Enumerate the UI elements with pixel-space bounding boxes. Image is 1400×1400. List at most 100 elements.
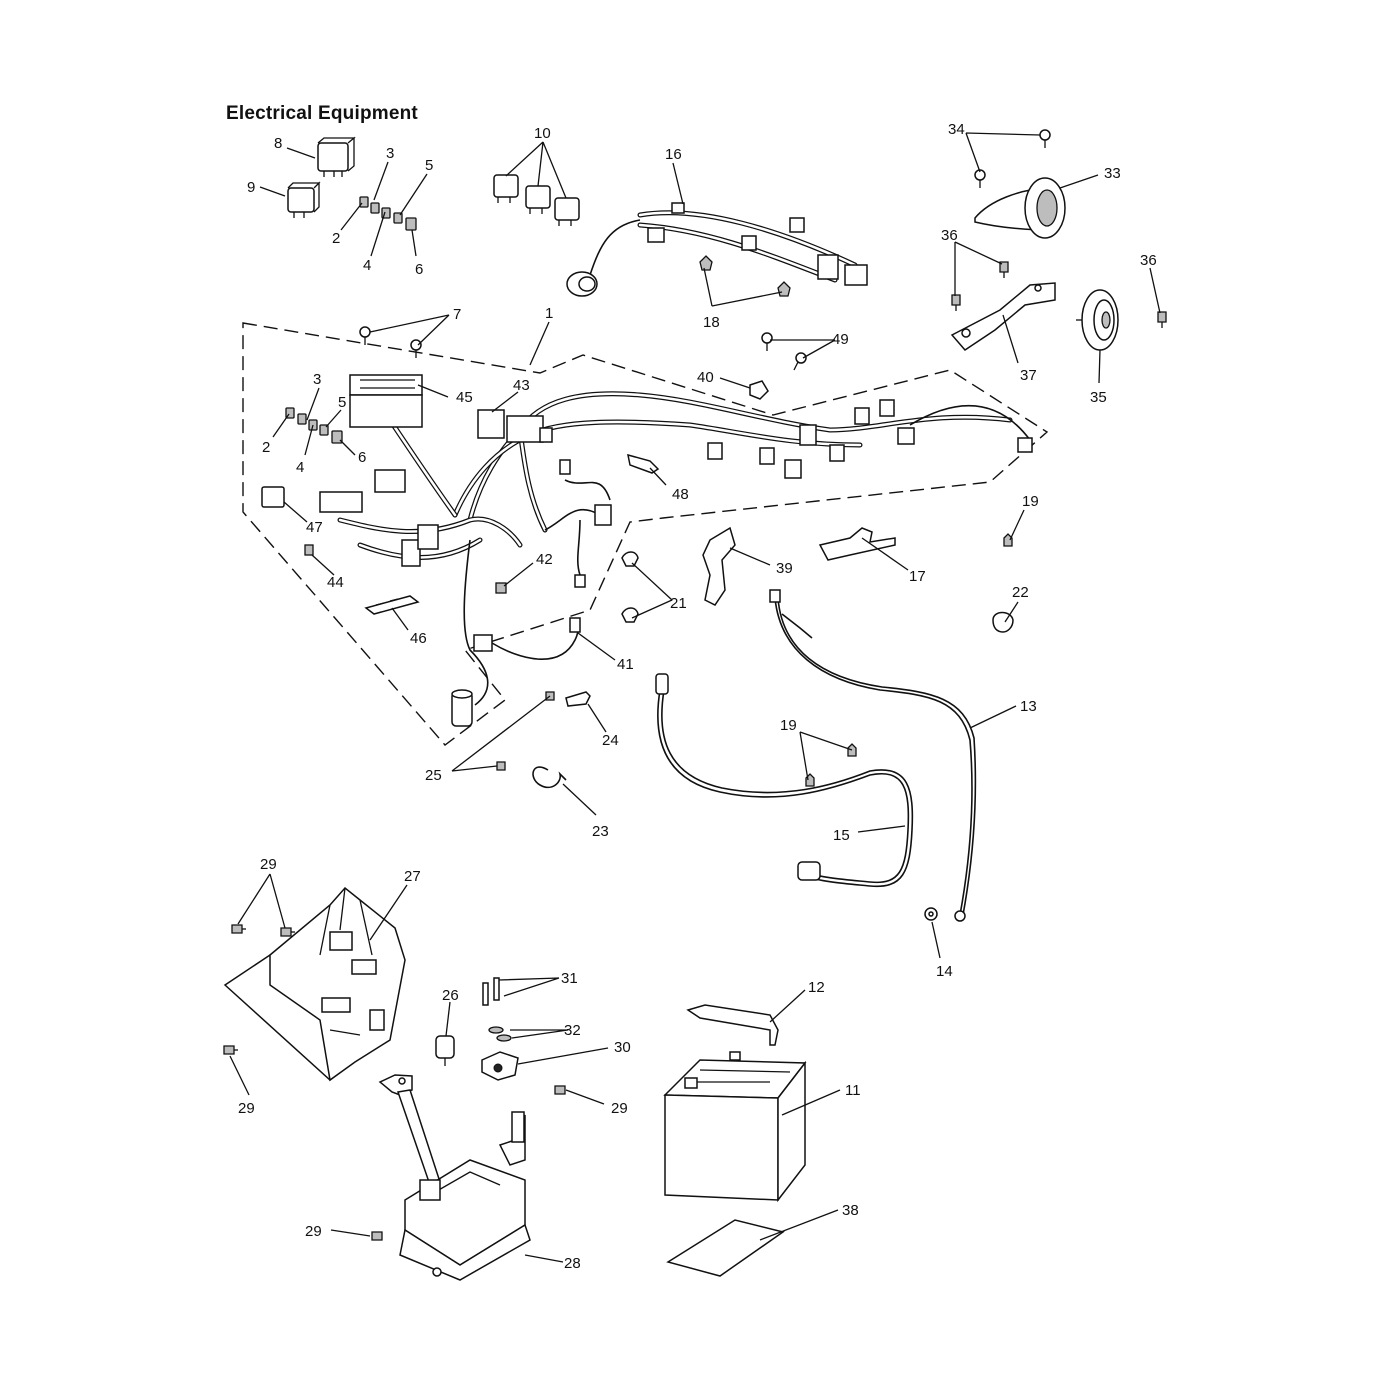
callout-22: 22 [1012, 584, 1029, 601]
callout-19a: 19 [1022, 493, 1039, 510]
relays-10 [493, 174, 580, 226]
callout-6: 6 [415, 261, 423, 278]
callout-34: 34 [948, 121, 965, 138]
callout-11: 11 [845, 1082, 861, 1099]
battery-11 [663, 1051, 807, 1203]
callout-26: 26 [442, 987, 459, 1004]
callout-36a: 36 [941, 227, 958, 244]
battery-pad-38 [666, 1219, 785, 1277]
callout-8: 8 [274, 135, 282, 152]
main-harness-1 [319, 374, 1033, 727]
callout-35: 35 [1090, 389, 1107, 406]
callout-46: 46 [410, 630, 427, 647]
callout-27: 27 [404, 868, 421, 885]
callout-25: 25 [425, 767, 442, 784]
diagram-title: Electrical Equipment [226, 103, 418, 124]
relay-8 [317, 136, 356, 177]
horn-33 [974, 177, 1066, 239]
callout-42: 42 [536, 551, 553, 568]
callout-7: 7 [453, 306, 461, 323]
fuse-holder-46 [364, 595, 420, 615]
bracket-39 [702, 526, 736, 606]
callout-29c: 29 [611, 1100, 628, 1117]
relay-47 [261, 486, 285, 508]
callout-4b: 4 [296, 459, 304, 476]
bracket-17 [818, 527, 896, 561]
callout-21: 21 [670, 595, 687, 612]
screws-36 [951, 261, 1167, 328]
cable-tie-23 [532, 766, 567, 789]
clips-18 [699, 255, 791, 297]
bracket-24 [565, 691, 591, 707]
callout-19b: 19 [780, 717, 797, 734]
screws-49 [761, 332, 807, 371]
callout-47: 47 [306, 519, 323, 536]
callout-14: 14 [936, 963, 953, 980]
callout-18: 18 [703, 314, 720, 331]
callout-2: 2 [332, 230, 340, 247]
washers-32 [488, 1026, 512, 1042]
callout-24: 24 [602, 732, 619, 749]
fuse-set-top [359, 196, 417, 231]
bolts-31 [482, 977, 500, 1006]
callout-38: 38 [842, 1202, 859, 1219]
battery-strap-12 [686, 1004, 779, 1046]
speaker-35 [1076, 289, 1119, 351]
callout-30: 30 [614, 1039, 631, 1056]
callout-49: 49 [832, 331, 849, 348]
callout-48: 48 [672, 486, 689, 503]
relay-9 [287, 181, 321, 218]
callout-12: 12 [808, 979, 825, 996]
callout-29b: 29 [238, 1100, 255, 1117]
callout-10: 10 [534, 125, 551, 142]
callout-labels: 1 2 3 4 5 6 7 8 9 10 11 12 13 14 15 16 1… [238, 121, 1157, 1272]
callout-9: 9 [247, 179, 255, 196]
clip-40 [749, 380, 769, 400]
callout-15: 15 [833, 827, 850, 844]
callout-1: 1 [545, 305, 553, 322]
callout-43: 43 [513, 377, 530, 394]
callout-39: 39 [776, 560, 793, 577]
callout-6b: 6 [358, 449, 366, 466]
battery-tray-27 [223, 886, 406, 1082]
callout-45: 45 [456, 389, 473, 406]
callout-44: 44 [327, 574, 344, 591]
callout-36b: 36 [1140, 252, 1157, 269]
clip-42 [495, 582, 507, 594]
leader-lines [229, 132, 1161, 1263]
harness-boundary-dashed [242, 322, 1049, 746]
battery-bracket-28 [378, 1074, 531, 1281]
callout-4: 4 [363, 257, 371, 274]
screws-25 [496, 691, 555, 771]
callout-2b: 2 [262, 439, 270, 456]
callout-17: 17 [909, 568, 926, 585]
callout-31: 31 [561, 970, 578, 987]
callout-3b: 3 [313, 371, 321, 388]
clip-19-right [1003, 533, 1013, 547]
callout-40: 40 [697, 369, 714, 386]
callout-5: 5 [425, 157, 433, 174]
screws-34 [974, 129, 1051, 188]
battery-cable-15 [655, 673, 914, 888]
callout-5b: 5 [338, 394, 346, 411]
part-30 [481, 1051, 519, 1081]
callout-16: 16 [665, 146, 682, 163]
cable-13 [769, 589, 977, 922]
clips-19-lower [805, 743, 857, 787]
connector-44 [304, 544, 314, 556]
callout-29a: 29 [260, 856, 277, 873]
callout-37: 37 [1020, 367, 1037, 384]
callout-33: 33 [1104, 165, 1121, 182]
screws-29 [223, 924, 566, 1241]
clip-48 [627, 453, 660, 474]
callout-28: 28 [564, 1255, 581, 1272]
callout-23: 23 [592, 823, 609, 840]
callout-32: 32 [564, 1022, 581, 1039]
callout-3: 3 [386, 145, 394, 162]
callout-13: 13 [1020, 698, 1037, 715]
nut-14 [924, 907, 938, 921]
callout-29d: 29 [305, 1223, 322, 1240]
screws-7 [359, 326, 422, 358]
callout-41: 41 [617, 656, 634, 673]
